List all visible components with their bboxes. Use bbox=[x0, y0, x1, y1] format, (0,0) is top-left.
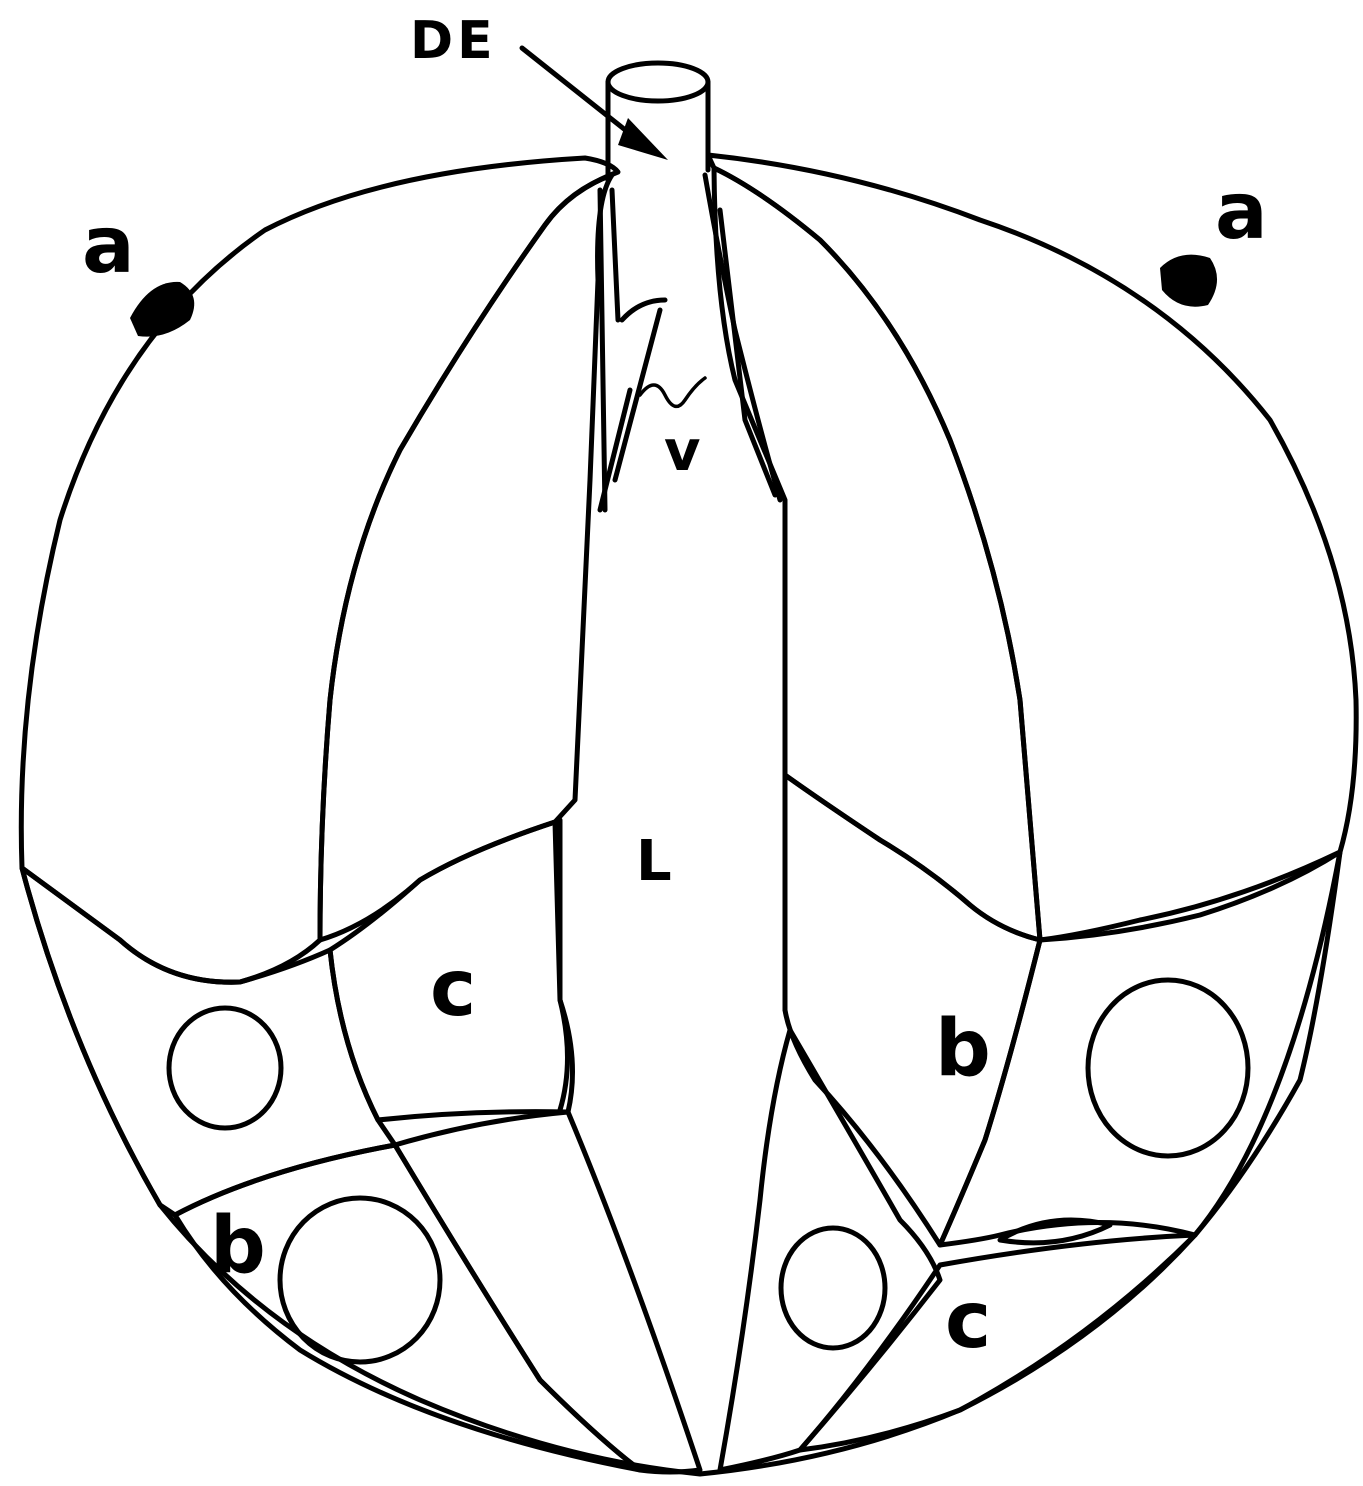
secretion-droplets bbox=[130, 255, 1217, 337]
cell-narrow-bottom-right bbox=[720, 1030, 940, 1470]
label-c-right: c bbox=[945, 1276, 991, 1366]
label-a-left: a bbox=[82, 201, 135, 291]
gland-outline-lower bbox=[22, 852, 1340, 1474]
label-de: DE bbox=[410, 11, 497, 71]
cell-a-inner-left bbox=[320, 175, 612, 940]
label-v: v bbox=[664, 419, 701, 484]
cell-b-left bbox=[175, 1145, 640, 1470]
duct-tube bbox=[608, 63, 708, 180]
cell-right-with-nucleus bbox=[940, 852, 1340, 1245]
cell-c-right bbox=[800, 1220, 1195, 1450]
lumen bbox=[560, 175, 785, 1110]
label-l: L bbox=[636, 829, 672, 894]
label-b-left: b bbox=[210, 1201, 266, 1291]
cell-lower-left-with-nucleus bbox=[22, 868, 395, 1215]
label-c-left: c bbox=[430, 944, 476, 1034]
label-a-right: a bbox=[1215, 167, 1268, 257]
cell-a-inner-right bbox=[714, 168, 1040, 940]
cell-b-right bbox=[785, 775, 1040, 1245]
cell-a-outer-right bbox=[708, 155, 1356, 940]
label-b-right: b bbox=[935, 1004, 991, 1094]
